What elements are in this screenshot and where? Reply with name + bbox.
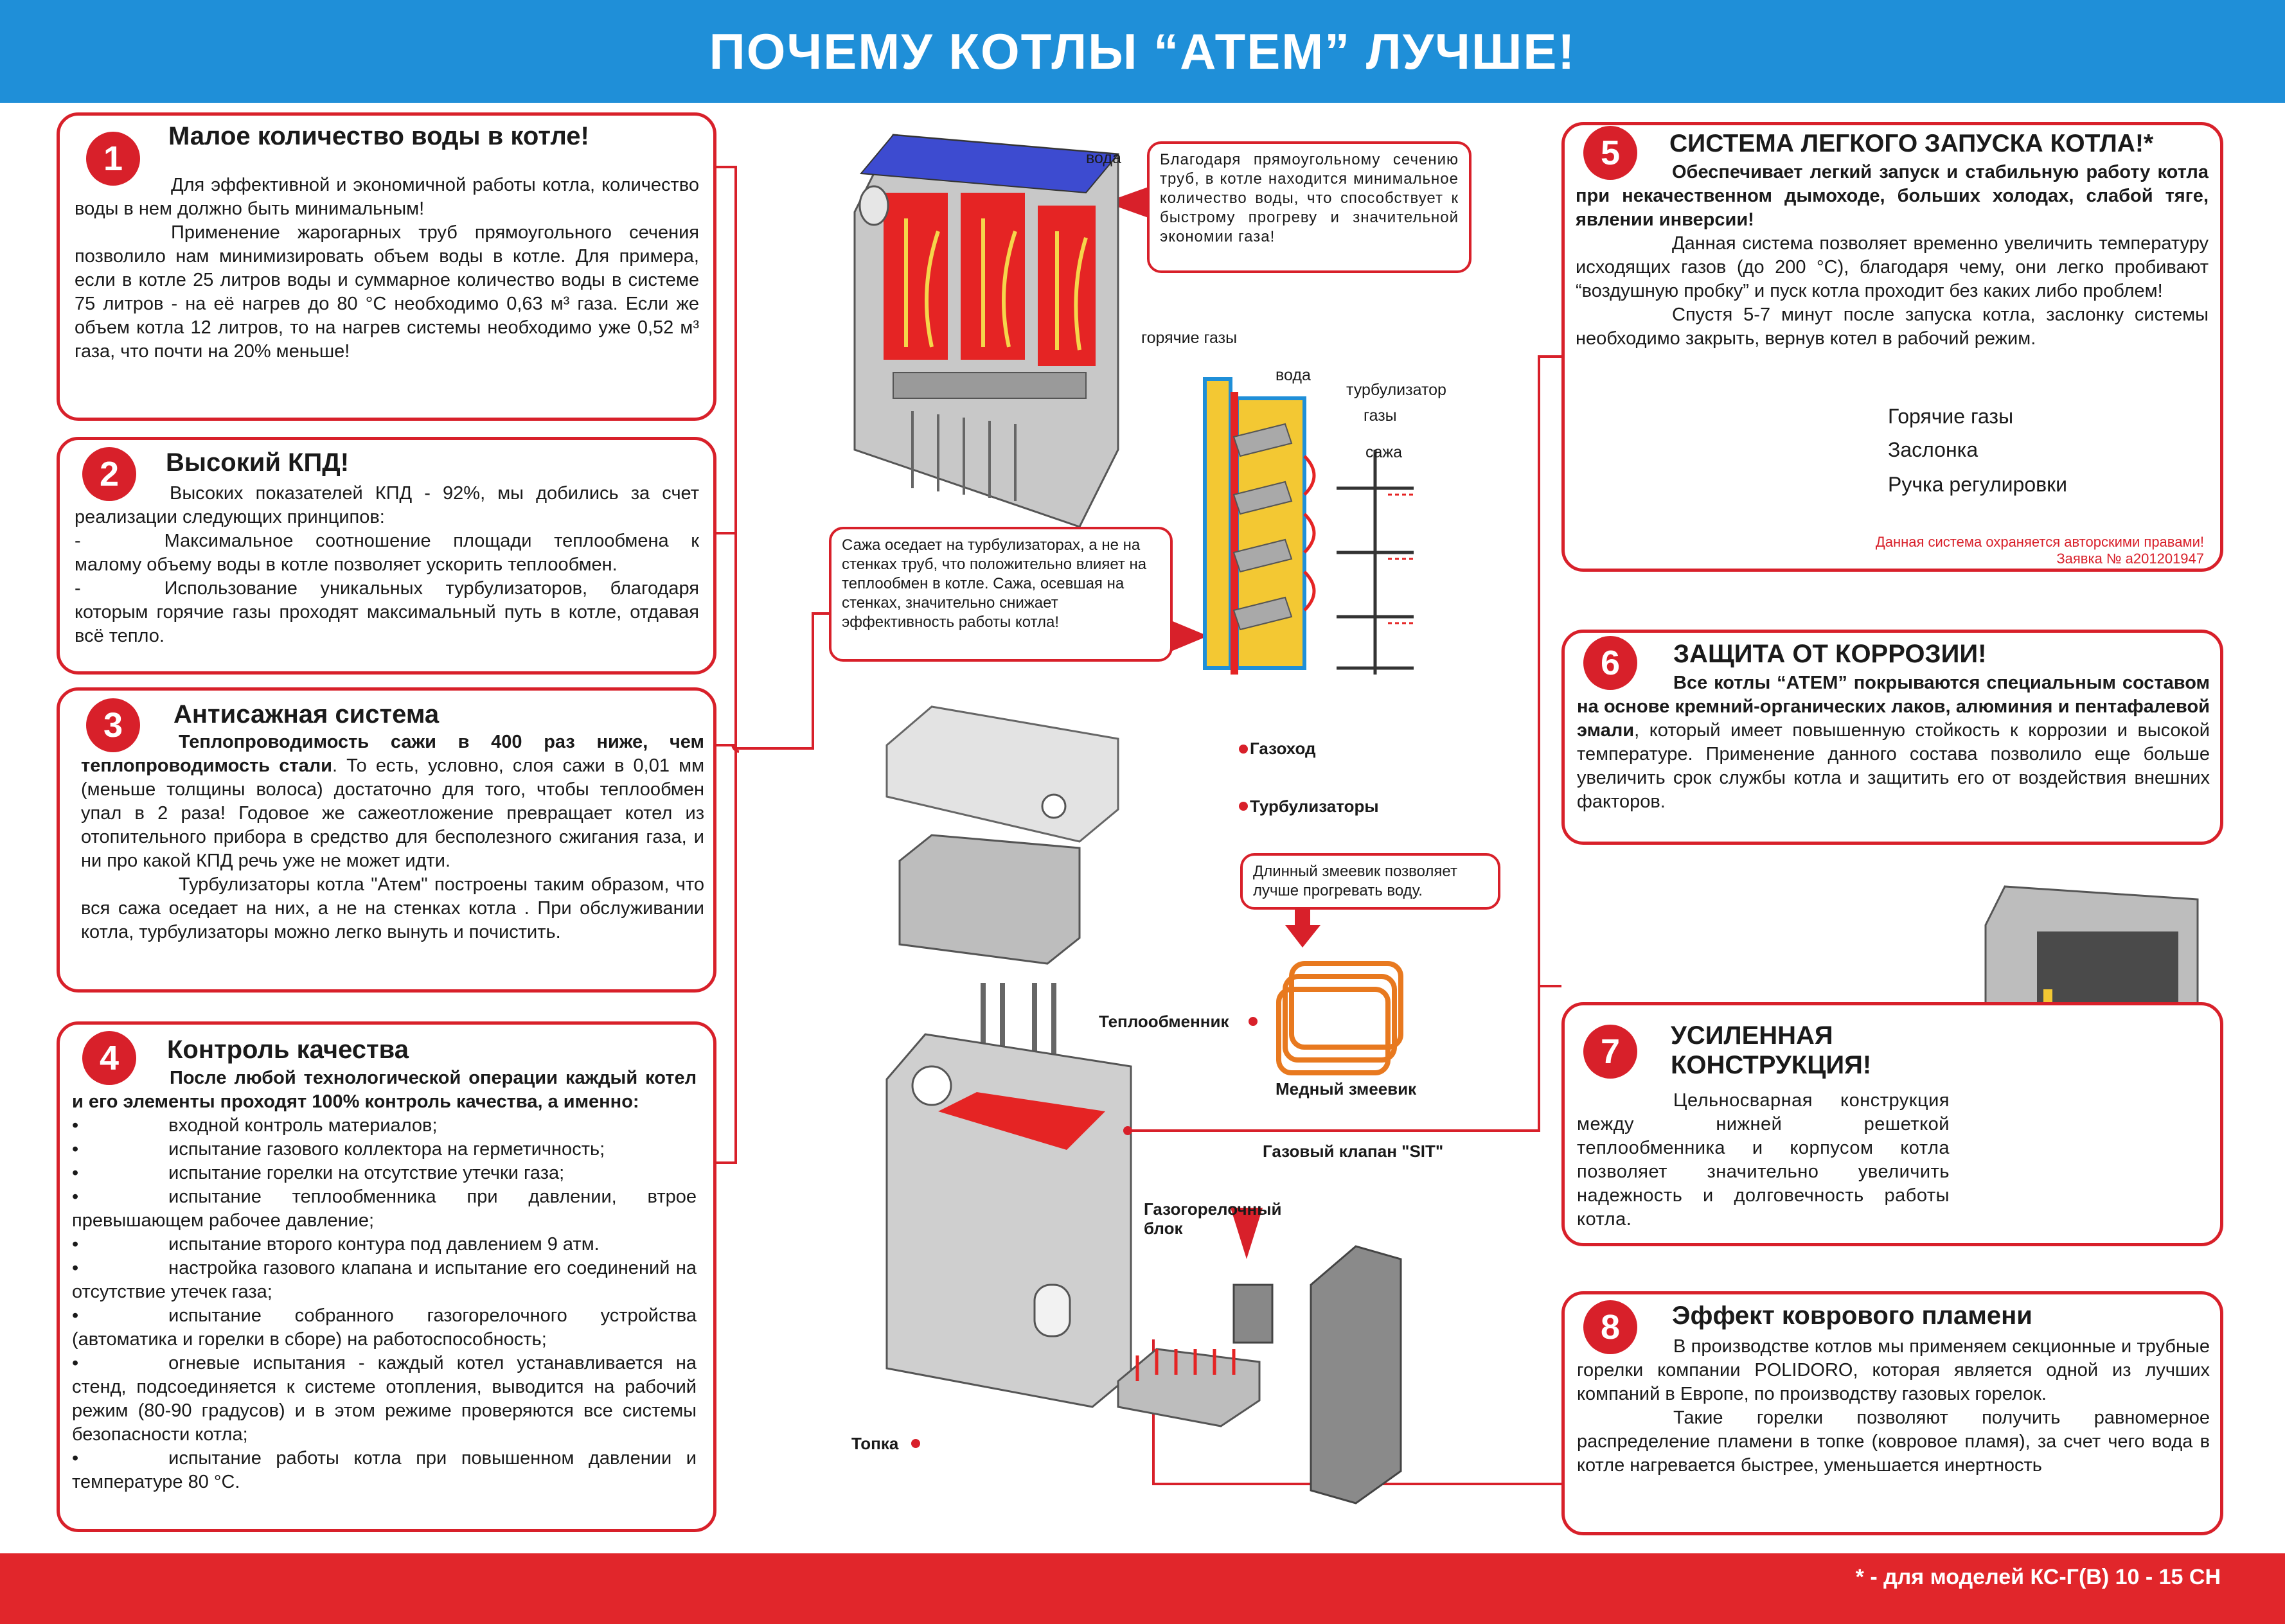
panel-number-badge: 5 — [1583, 126, 1637, 180]
panel-text: Высоких показателей КПД - 92%, мы добили… — [75, 483, 699, 646]
panel-title: СИСТЕМА ЛЕГКОГО ЗАПУСКА КОТЛА!* — [1669, 130, 2154, 157]
panel-number-badge: 4 — [82, 1031, 136, 1085]
label-turbulizers: Турбулизаторы — [1250, 797, 1379, 816]
page-title: ПОЧЕМУ КОТЛЫ “АТЕМ” ЛУЧШЕ! — [709, 23, 1576, 80]
footer-note: * - для моделей КС-Г(В) 10 - 15 СН — [1855, 1565, 2221, 1589]
arrow-down-icon — [1231, 1208, 1263, 1259]
panel-easy-start — [1561, 122, 2223, 572]
label-flue: Газоход — [1250, 739, 1316, 758]
callout-coil: Длинный змеевик позволяет лучше прогрева… — [1240, 853, 1500, 910]
turbulizer-section-illustration — [1203, 377, 1414, 675]
label-water-2: вода — [1276, 366, 1311, 384]
label-copper-coil: Медный змеевик — [1276, 1079, 1417, 1099]
label-gases: газы — [1364, 407, 1397, 425]
arrow-right-icon — [1169, 620, 1208, 652]
panel-quality-control — [57, 1021, 716, 1532]
label-turbulizer: турбулизатор — [1346, 381, 1446, 399]
panel-title: Малое количество воды в котле! — [168, 122, 589, 150]
panel-title-line1: УСИЛЕННАЯ — [1671, 1021, 1833, 1050]
panel-title-line2: КОНСТРУКЦИЯ! — [1671, 1051, 1872, 1079]
panel-title: Эффект коврового пламени — [1672, 1302, 2032, 1330]
callout-soot: Сажа оседает на турбулизаторах, а не на … — [829, 527, 1173, 662]
patent-application: Заявка № а201201947 — [2056, 551, 2204, 567]
panel-text: В производстве котлов мы применяем секци… — [1577, 1336, 2210, 1476]
panel-antisoot — [57, 687, 716, 993]
label-water: вода — [1086, 149, 1121, 167]
label-burner-line2: блок — [1144, 1219, 1183, 1238]
label-heat-exchanger: Теплообменник — [1099, 1012, 1229, 1031]
boiler-cutaway-illustration — [853, 134, 1119, 528]
label-damper: Заслонка — [1888, 438, 1978, 461]
panel-number-badge: 3 — [86, 698, 140, 752]
panel-number-badge: 2 — [82, 447, 136, 501]
panel-title: Высокий КПД! — [166, 448, 350, 477]
panel-text: Все котлы “АТЕМ” покрываются специальным… — [1577, 673, 2210, 812]
label-hot-gases: Горячие газы — [1888, 405, 2014, 428]
arrow-down-icon — [1285, 925, 1320, 948]
callout-rectangular-tubes: Благодаря прямоугольному сечению труб, в… — [1147, 141, 1471, 273]
panel-reinforced — [1561, 1002, 2223, 1246]
panel-text: Для эффективной и экономичной работы кот… — [75, 175, 699, 362]
panel-title: ЗАЩИТА ОТ КОРРОЗИИ! — [1673, 640, 1987, 668]
panel-title: Контроль качества — [167, 1036, 409, 1064]
panel-high-efficiency — [57, 437, 716, 675]
panel-text: Обеспечивает легкий запуск и стабильную … — [1576, 162, 2209, 349]
label-adjust-handle: Ручка регулировки — [1888, 473, 2067, 496]
label-gas-valve: Газовый клапан "SIT" — [1263, 1142, 1444, 1161]
panel-number-badge: 8 — [1583, 1300, 1637, 1354]
panel-text: После любой технологической операции каж… — [72, 1068, 697, 1492]
footer-band: * - для моделей КС-Г(В) 10 - 15 СН — [0, 1553, 2285, 1624]
panel-low-water — [57, 112, 716, 421]
panel-carpet-flame — [1561, 1291, 2223, 1535]
label-hot-gases: горячие газы — [1141, 329, 1238, 347]
panel-number-badge: 1 — [86, 132, 140, 186]
label-soot: сажа — [1365, 443, 1403, 461]
connector-lines — [716, 166, 1561, 1485]
panel-text: Теплопроводимость сажи в 400 раз ниже, ч… — [81, 732, 705, 942]
panel-title: Антисажная система — [173, 700, 440, 728]
panel-text: Цельносварная конструкция между нижней р… — [1577, 1090, 1950, 1230]
label-furnace: Топка — [851, 1434, 899, 1453]
panel-number-badge: 6 — [1583, 636, 1637, 690]
panel-number-badge: 7 — [1583, 1025, 1637, 1079]
header-band: ПОЧЕМУ КОТЛЫ “АТЕМ” ЛУЧШЕ! — [0, 0, 2285, 103]
copyright-line: Данная система охраняется авторскими пра… — [1875, 534, 2204, 550]
label-burner-line1: Газогорелочный — [1144, 1199, 1282, 1219]
exploded-boiler-illustration — [885, 705, 1403, 1505]
panel-corrosion — [1561, 630, 2223, 845]
arrow-left-icon — [1105, 186, 1150, 218]
